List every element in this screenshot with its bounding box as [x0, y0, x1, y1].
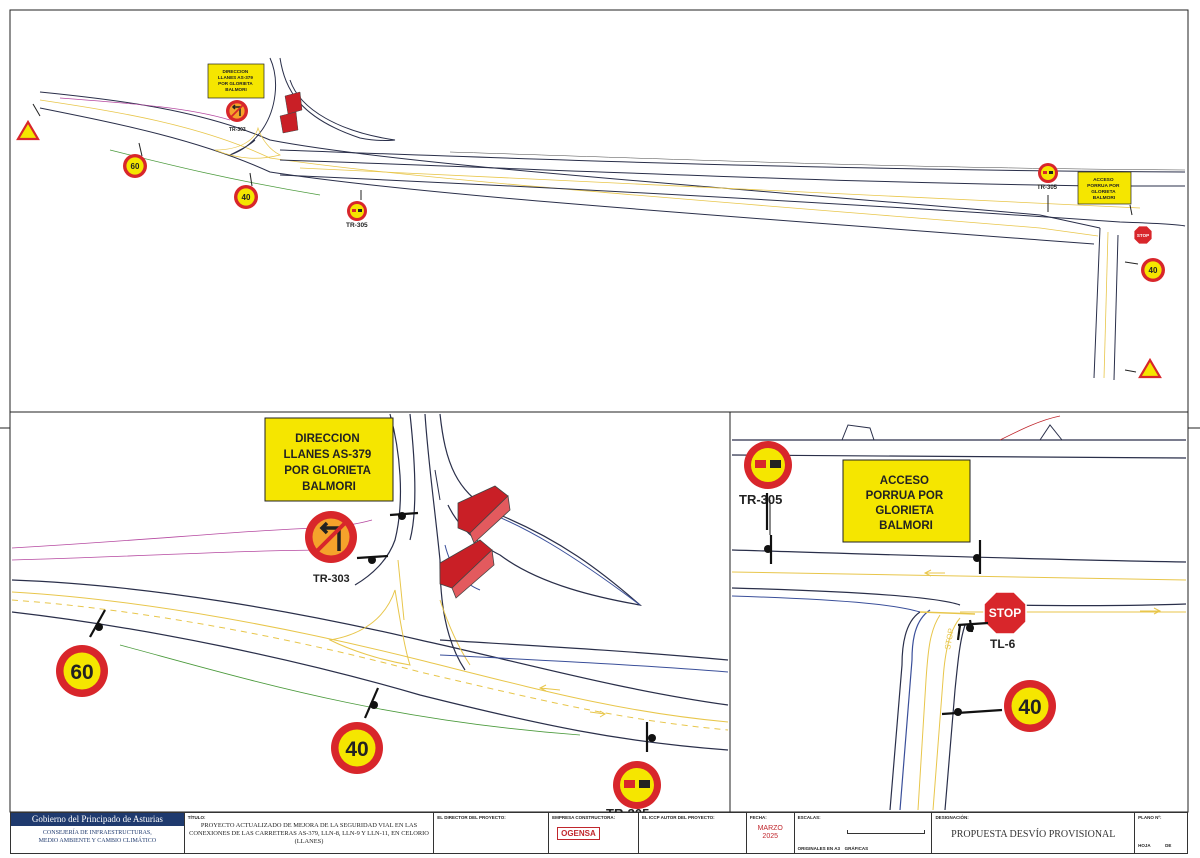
dt-speed-60: 60 [70, 661, 93, 684]
fecha-anio: 2025 [762, 833, 778, 840]
ov-tr303-label: TR-303 [229, 127, 246, 133]
svg-text:ACCESO PORRUA POR: ACCESO PORRUA POR GLORIETA BALMORI [1087, 177, 1121, 201]
designacion-label: DESIGNACIÓN: [935, 815, 969, 820]
plano-cell: PLANO Nº: HOJA DE [1135, 813, 1187, 853]
ov-acc-line2: PORRUA POR [1087, 183, 1120, 189]
dt-dir-line1: DIRECCION [295, 433, 360, 445]
gov-name: Gobierno del Principado de Asturias [11, 813, 184, 826]
svg-text:DIRECCION LLANES AS-379: DIRECCION LLANES AS-379 POR GLORIETA BAL… [218, 69, 254, 92]
escalas-cell: ESCALAS: ORIGINALES EN A3 GRÁFICAS [795, 813, 933, 853]
gov-sub-line1: CONSEJERÍA DE INFRAESTRUCTURAS, [42, 830, 152, 836]
fecha-label: FECHA: [749, 815, 767, 820]
designacion-cell: DESIGNACIÓN: PROPUESTA DESVÍO PROVISIONA… [932, 813, 1136, 853]
scale-bar [846, 830, 925, 834]
overview-roads [39, 57, 1186, 381]
dt-dir-line2: LLANES AS-379 [284, 449, 372, 461]
hoja-label: HOJA [1138, 843, 1151, 848]
gov-consejeria: CONSEJERÍA DE INFRAESTRUCTURAS, MEDIO AM… [11, 829, 184, 845]
svg-text:DIRECCION LLANES AS-379: DIRECCION LLANES AS-379 POR GLORIETA BAL… [284, 433, 375, 493]
titulo-label: TÍTULO: [187, 815, 206, 820]
designacion-value: PROPUESTA DESVÍO PROVISIONAL [951, 829, 1116, 840]
dt-dir-line4: BALMORI [302, 481, 356, 493]
autor-label: EL ICCP AUTOR DEL PROYECTO: [641, 815, 715, 820]
fecha-cell: FECHA: MARZO 2025 [747, 813, 795, 853]
gov-cell: Gobierno del Principado de Asturias CONS… [11, 813, 185, 853]
empresa-label: EMPRESA CONSTRUCTORA: [552, 815, 616, 820]
detail-right-roads [731, 415, 1187, 811]
ov-acc-line1: ACCESO [1093, 177, 1114, 183]
dt-acc-line2: PORRUA POR [866, 490, 944, 502]
dt-speed-40-b: 40 [1018, 696, 1041, 719]
ov-acc-line4: BALMORI [1093, 195, 1116, 201]
overview-signs: DIRECCION LLANES AS-379 POR GLORIETA BAL… [16, 63, 1165, 379]
dt-acc-line1: ACCESO [880, 475, 929, 487]
overview-barriers [279, 91, 303, 134]
ov-dir-line3: POR GLORIETA [218, 81, 253, 86]
gov-sub-line2: MEDIO AMBIENTE Y CAMBIO CLIMÁTICO [38, 838, 157, 844]
autor-cell: EL ICCP AUTOR DEL PROYECTO: [639, 813, 747, 853]
ov-dir-line2: LLANES AS-379 [218, 75, 254, 80]
dt-tl6-label: TL-6 [990, 637, 1016, 651]
ov-speed-40-a: 40 [242, 193, 251, 202]
dt-speed-40-a: 40 [345, 738, 368, 761]
ov-speed-40-b: 40 [1149, 266, 1158, 275]
dt-dir-line3: POR GLORIETA [284, 465, 370, 477]
detail-barriers [439, 485, 511, 599]
ov-stop: STOP [1137, 233, 1149, 238]
originales-label: ORIGINALES EN A3 [797, 846, 841, 851]
titulo-cell: TÍTULO: PROYECTO ACTUALIZADO DE MEJORA D… [185, 813, 435, 853]
project-title: PROYECTO ACTUALIZADO DE MEJORA DE LA SEG… [189, 822, 429, 845]
director-label: EL DIRECTOR DEL PROYECTO: [437, 815, 506, 820]
svg-text:ACCESO PORRUA POR: ACCESO PORRUA POR GLORIETA BALMORI [866, 475, 947, 532]
ov-dir-line1: DIRECCION [222, 69, 248, 74]
plano-label: PLANO Nº: [1138, 815, 1162, 820]
ov-dir-line4: BALMORI [225, 87, 246, 92]
fecha-mes: MARZO [757, 825, 783, 832]
dt-acc-line3: GLORIETA [875, 505, 933, 517]
ov-speed-60: 60 [131, 162, 140, 171]
ov-acc-line3: GLORIETA [1091, 189, 1116, 195]
empresa-cell: EMPRESA CONSTRUCTORA: OGENSA [549, 813, 639, 853]
director-cell: EL DIRECTOR DEL PROYECTO: [434, 813, 550, 853]
dt-stop: STOP [989, 606, 1021, 620]
ov-tr305-label-a: TR-305 [346, 222, 368, 229]
dt-tr305-label-b: TR-305 [739, 492, 782, 507]
detail-right-signs: TR-305 ACCESO PORRUA POR GLORIETA BALMOR… [739, 441, 1056, 732]
detail-left-signs: DIRECCION LLANES AS-379 POR GLORIETA BAL… [56, 417, 661, 821]
dt-acc-line4: BALMORI [879, 520, 933, 532]
title-block: Gobierno del Principado de Asturias CONS… [10, 812, 1188, 854]
de-label: DE [1165, 843, 1172, 848]
ogensa-logo: OGENSA [557, 827, 600, 840]
escalas-label: ESCALAS: [797, 815, 821, 820]
ov-tr305-label-b: TR-305 [1037, 185, 1058, 191]
dt-tr303-label: TR-303 [313, 573, 350, 585]
graficas-label: GRÁFICAS [844, 846, 869, 851]
road-stop-marking: STOP [943, 627, 956, 650]
